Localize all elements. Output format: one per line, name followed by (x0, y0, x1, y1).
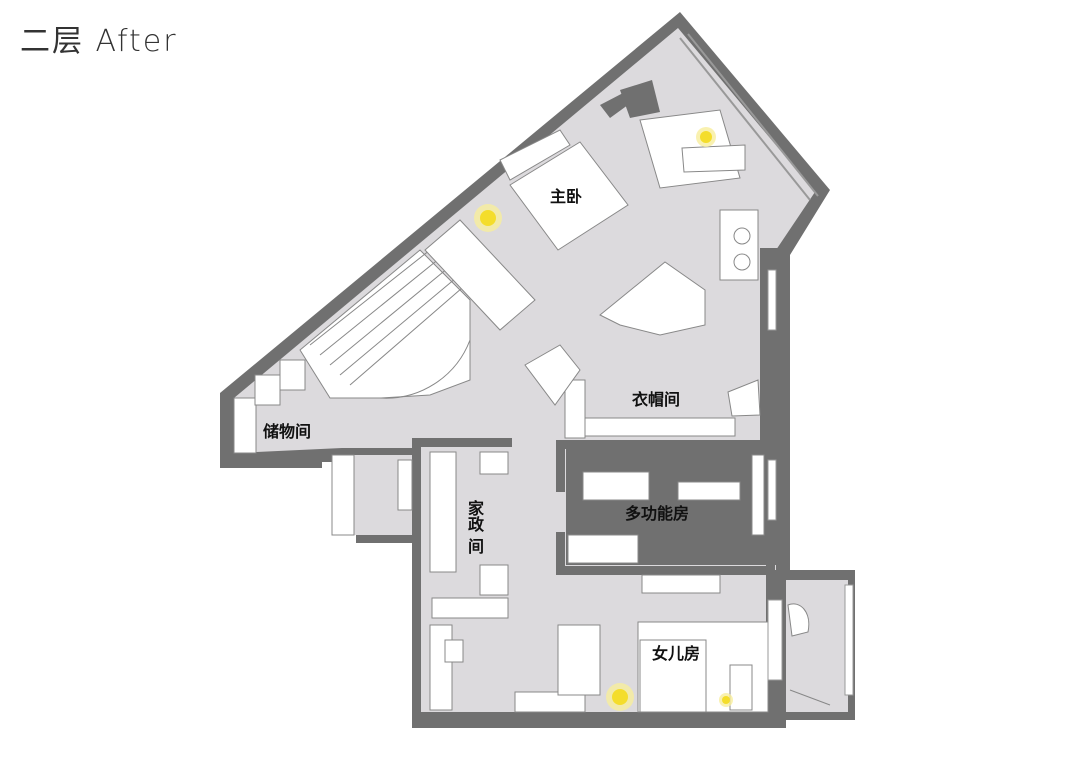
room-label-storage: 储物间 (262, 422, 311, 441)
room-label-housekeeping-2: 政 (468, 515, 485, 534)
ceiling-lights (474, 127, 733, 711)
room-label-master-bedroom: 主卧 (550, 187, 582, 206)
left-bench (424, 219, 536, 331)
room-label-housekeeping-3: 间 (468, 537, 484, 556)
room-label-housekeeping-1: 家 (468, 499, 485, 518)
wardrobe-block (524, 261, 736, 439)
master-bathroom-fixtures (719, 209, 761, 417)
room-label-multi-function: 多功能房 (625, 504, 689, 523)
housekeeping-fixtures (429, 451, 509, 619)
second-bathroom-fixtures (429, 624, 586, 713)
storage-shelves (233, 359, 413, 536)
staircase (299, 249, 471, 399)
window-desk (639, 109, 746, 189)
balcony-furniture (787, 603, 831, 706)
windows (679, 33, 854, 696)
multi-function-furniture (567, 454, 765, 564)
plan-title: 二层 After (20, 24, 178, 59)
room-label-daughter-room: 女儿房 (652, 644, 700, 663)
room-label-wardrobe: 衣帽间 (632, 390, 680, 409)
master-bed (499, 129, 629, 251)
daughter-room-furniture (557, 574, 769, 713)
